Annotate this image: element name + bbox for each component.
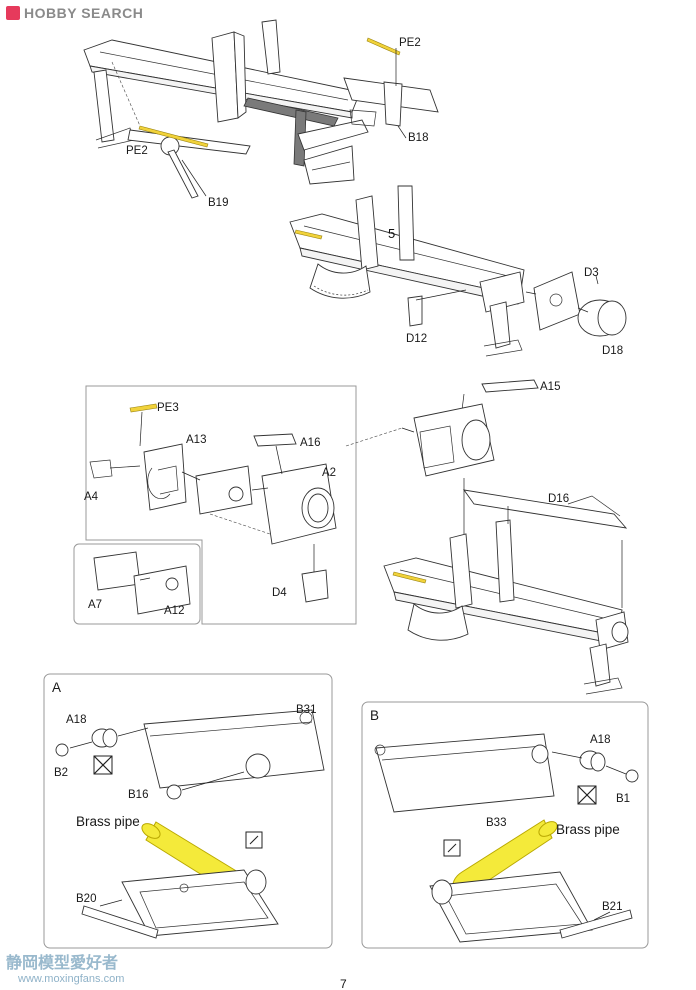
label-b31: B31 [296,704,316,716]
sub-assembly-frame [73,385,357,625]
label-pe2-top: PE2 [399,37,421,49]
gun-shield-subassembly: PE3 A13 A16 A2 A4 D4 [84,402,337,603]
label-b1: B1 [616,793,630,805]
label-b18: B18 [408,132,428,144]
panel-a-title: A [52,680,61,695]
hobby-search-logo-text: HOBBY SEARCH [24,5,143,21]
watermark: 静岡模型愛好者 www.moxingfans.com [6,953,124,985]
label-d12: D12 [406,333,427,345]
cut-icon [245,831,263,849]
watermark-url: www.moxingfans.com [17,973,124,985]
panel-b: B A18 B1 B33 B [361,701,649,949]
label-a18: A18 [590,734,610,746]
label-b33: B33 [486,817,506,829]
top-assembly: PE2 B18 PE2 B19 [83,19,439,209]
hobby-search-logo-icon [6,6,20,20]
label-a2: A2 [322,467,336,479]
label-b16: B16 [128,789,148,801]
label-brass-pipe: Brass pipe [556,822,620,837]
page-number: 7 [340,977,347,990]
label-a16: A16 [300,437,320,449]
label-d18: D18 [602,345,623,357]
label-brass-pipe: Brass pipe [76,814,140,829]
panel-b-title: B [370,708,379,723]
label-a13: A13 [186,434,206,446]
mid-right-assembly: A15 D16 [345,379,629,695]
label-pe3: PE3 [157,402,179,414]
label-d4: D4 [272,587,287,599]
no-glue-icon [577,785,597,805]
label-b21: B21 [602,901,622,913]
hobby-search-logo: HOBBY SEARCH [6,5,143,21]
panel-a: A A18 [43,673,333,949]
label-pe2-left: PE2 [126,145,148,157]
label-b2: B2 [54,767,68,779]
label-a15: A15 [540,381,560,393]
label-d3: D3 [584,267,599,279]
label-a4: A4 [84,491,99,503]
label-b19: B19 [208,197,228,209]
label-a18: A18 [66,714,86,726]
watermark-title: 静岡模型愛好者 [6,953,118,972]
label-a12: A12 [164,605,184,617]
label-b20: B20 [76,893,96,905]
inset-subassembly: A7 A12 [88,551,191,617]
no-glue-icon [93,755,113,775]
step-5-assembly: 5 D3 D12 D18 [289,185,627,357]
label-a7: A7 [88,599,102,611]
cut-icon [443,839,461,857]
step-number: 5 [388,226,395,241]
label-d16: D16 [548,493,569,505]
